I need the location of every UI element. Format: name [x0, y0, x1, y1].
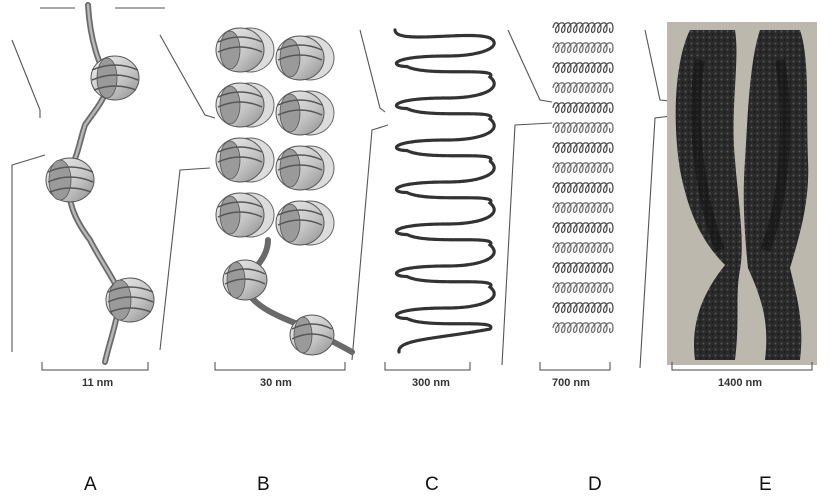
nucleosome: [46, 158, 94, 202]
coil-row: [553, 323, 613, 333]
panel-letter-a: A: [84, 474, 97, 496]
nucleosome: [106, 278, 154, 322]
coil-row: [553, 143, 613, 153]
scale-label-c: 300 nm: [412, 377, 450, 389]
nucleosome: [276, 201, 334, 245]
nucleosome: [276, 36, 334, 80]
scale-label-e: 1400 nm: [718, 377, 762, 389]
nucleosome: [276, 91, 334, 135]
panel-e-metaphase-chromosome: 1400 nm: [667, 22, 817, 389]
nucleosome: [290, 315, 334, 355]
nucleosome: [216, 138, 274, 182]
coil-row: [553, 263, 613, 273]
panel-b-solenoid-fiber: 30 nm: [215, 28, 352, 389]
scale-bar: [215, 362, 345, 370]
panel-letter-d: D: [588, 474, 602, 496]
scale-label-d: 700 nm: [552, 377, 590, 389]
coil-row: [553, 183, 613, 193]
scale-label-a: 11 nm: [82, 377, 113, 389]
nucleosome: [216, 193, 274, 237]
panel-c-looped-fiber: 300 nm: [385, 30, 494, 389]
coil-row: [553, 283, 613, 293]
scale-bar: [385, 362, 470, 370]
coil-row: [553, 83, 613, 93]
coil-row: [553, 23, 613, 33]
panel-letter-c: C: [425, 474, 439, 496]
coil-rows: [553, 23, 613, 333]
scale-label-b: 30 nm: [260, 377, 292, 389]
panel-letter-b: B: [257, 474, 270, 496]
coil-row: [553, 303, 613, 313]
nucleosome: [91, 56, 139, 100]
coil-row: [553, 123, 613, 133]
nucleosome-stack: [216, 28, 334, 355]
coil-row: [553, 103, 613, 113]
chromatin-loops: [395, 30, 494, 352]
nucleosome: [216, 28, 274, 72]
scale-bar: [42, 362, 148, 370]
coil-row: [553, 163, 613, 173]
panel-a-nucleosome-string: 11 nm: [42, 5, 154, 389]
nucleosome: [276, 146, 334, 190]
panel-letter-e: E: [759, 474, 772, 496]
coil-row: [553, 243, 613, 253]
scale-bar: [540, 362, 610, 370]
nucleosome: [223, 260, 267, 300]
coil-row: [553, 63, 613, 73]
nucleosome: [216, 83, 274, 127]
coil-row: [553, 203, 613, 213]
coil-row: [553, 223, 613, 233]
coil-row: [553, 43, 613, 53]
panel-d-coiled-loops: 700 nm: [540, 23, 613, 389]
